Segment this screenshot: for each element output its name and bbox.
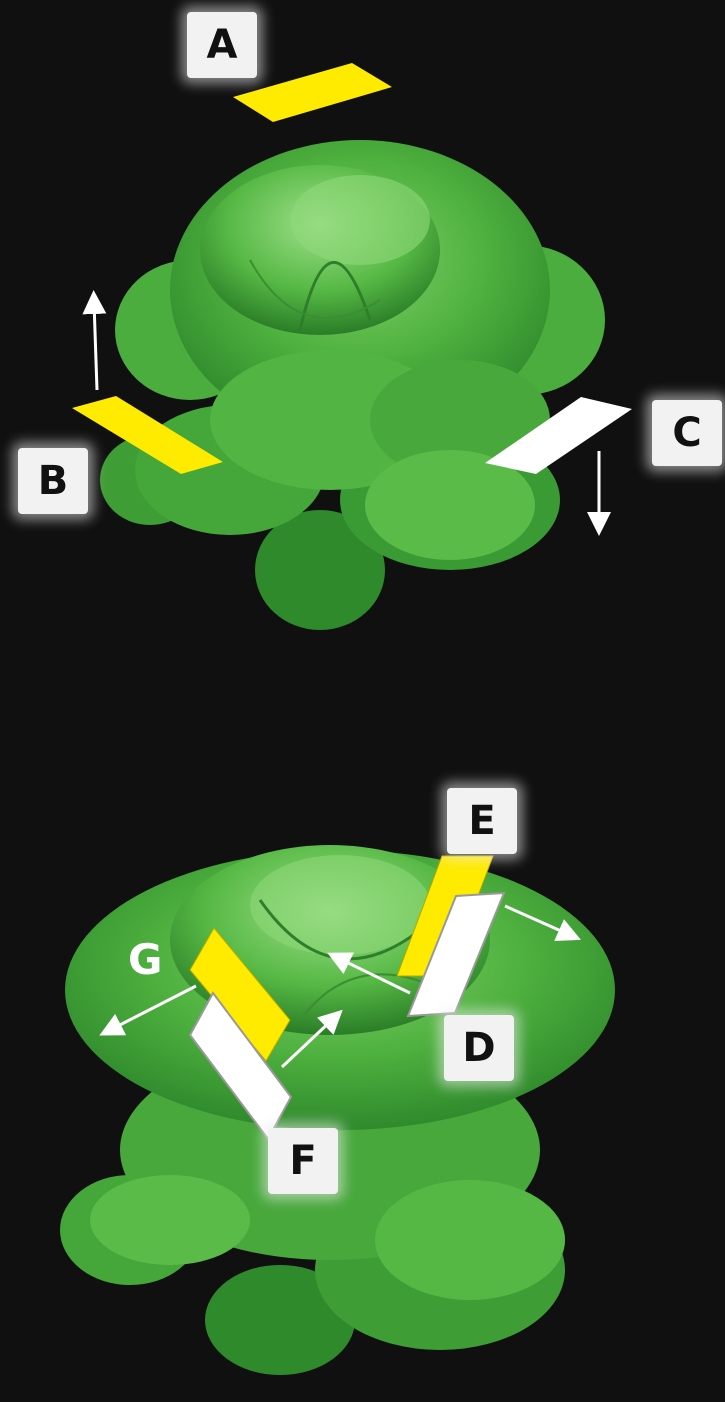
top-lettuce-plant: [100, 140, 605, 630]
label-g: G: [128, 935, 162, 984]
label-f: F: [268, 1128, 338, 1194]
label-c: C: [652, 400, 722, 466]
label-b: B: [18, 448, 88, 514]
label-d: D: [444, 1015, 514, 1081]
label-e: E: [447, 788, 517, 854]
arrow-b-up: [94, 302, 97, 390]
bottom-lettuce-plant: [60, 845, 615, 1375]
label-a: A: [187, 12, 257, 78]
